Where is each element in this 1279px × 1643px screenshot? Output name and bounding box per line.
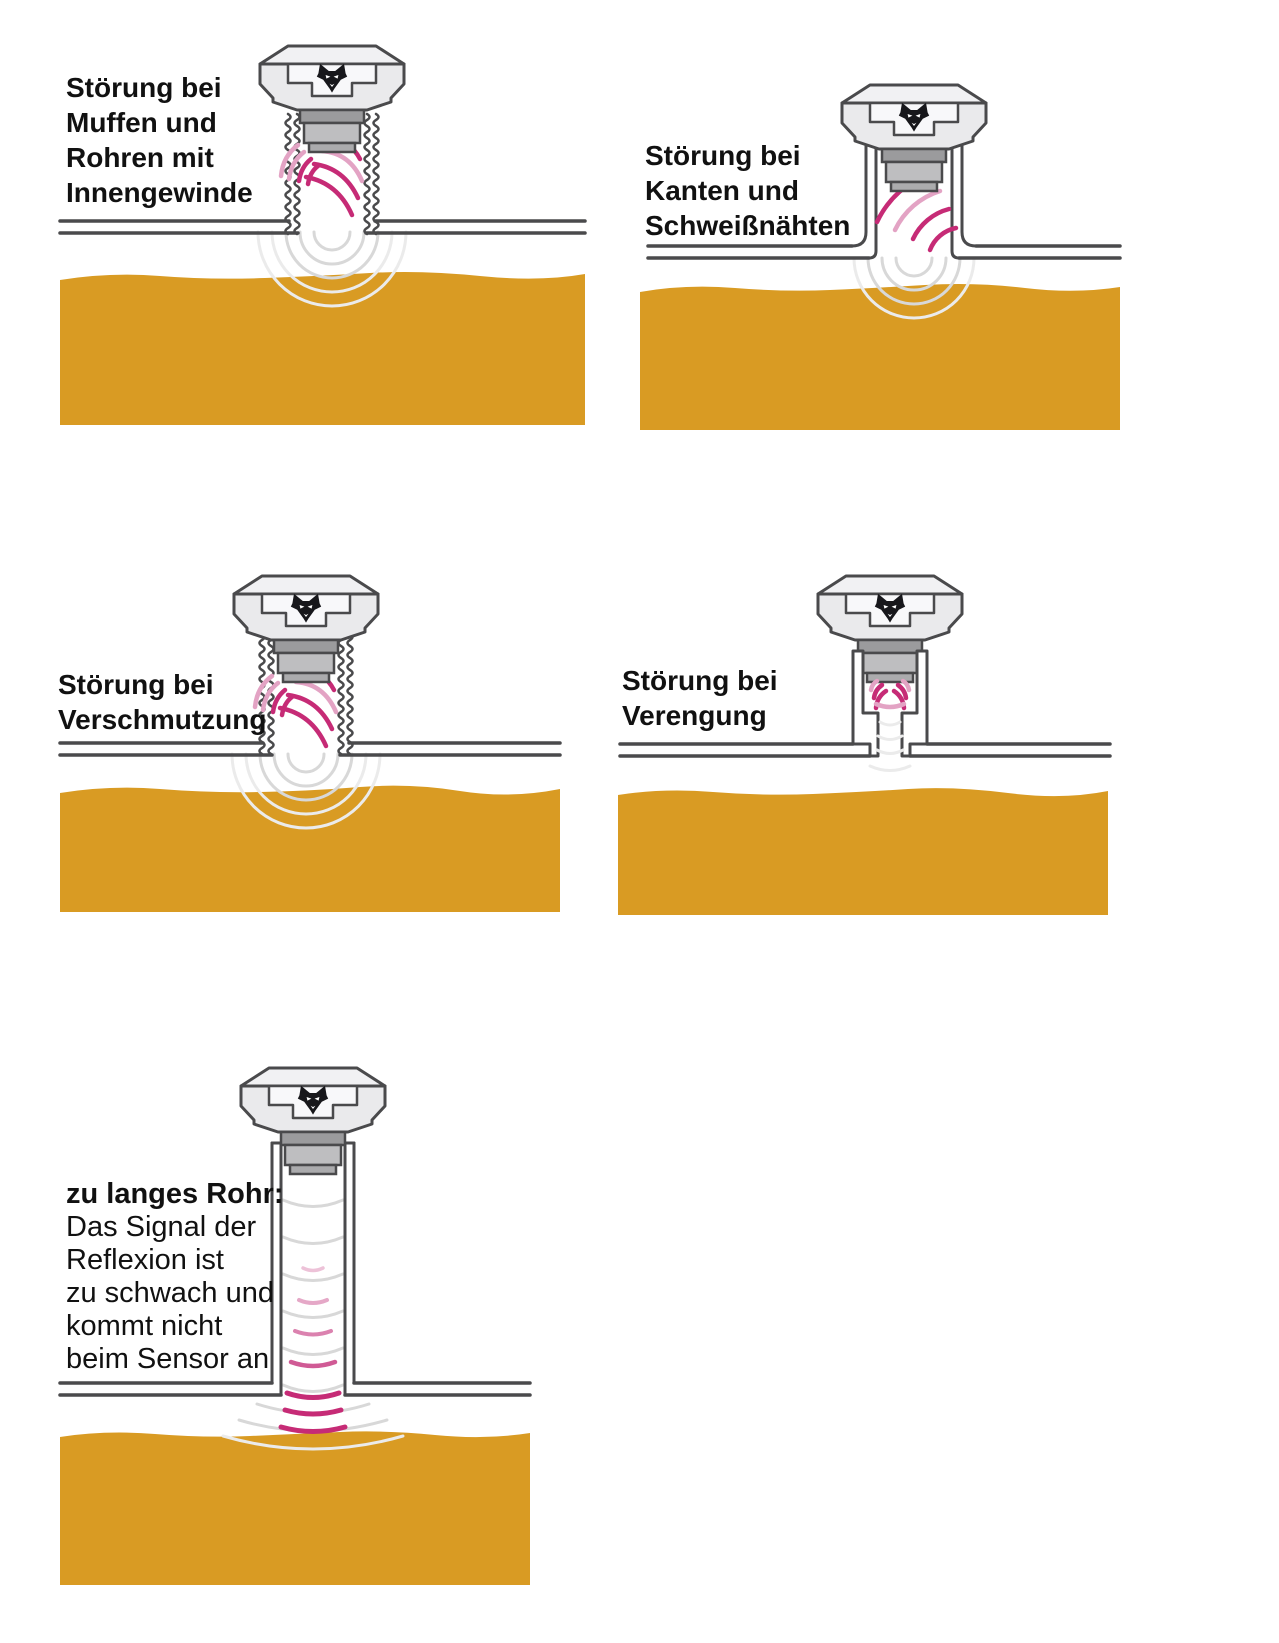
caption-line: Muffen und (66, 107, 217, 138)
caption-line: Störung bei (622, 665, 778, 696)
caption-verengung: Störung bei Verengung (622, 663, 778, 733)
tank-ceiling (58, 219, 587, 235)
caption-line: Störung bei (58, 669, 214, 700)
signal-reflection-waves (868, 678, 912, 711)
caption-line: beim Sensor an (66, 1343, 270, 1375)
liquid (60, 1431, 530, 1585)
liquid (60, 785, 560, 912)
welded-nozzle-pipe (850, 140, 978, 260)
weak-reflection-waves (278, 1266, 348, 1434)
panel-zu-langes-rohr (58, 1068, 532, 1585)
caption-verschmutzung: Störung bei Verschmutzung (58, 667, 266, 737)
tank-ceiling (646, 244, 1122, 260)
narrowed-fitting (851, 649, 929, 758)
caption-kanten-schweissnaehte: Störung bei Kanten und Schweißnähten (645, 138, 850, 243)
caption-line: Reflexion ist (66, 1244, 224, 1276)
caption-line: Kanten und (645, 175, 799, 206)
caption-line: zu schwach und (66, 1277, 274, 1309)
caption-line: Störung bei (66, 72, 222, 103)
caption-line: kommt nicht (66, 1310, 223, 1342)
panel-verschmutzung (58, 576, 562, 912)
long-pipe (270, 1141, 356, 1397)
liquid (640, 284, 1120, 430)
tank-ceiling (58, 741, 562, 757)
tank-ceiling (618, 742, 1112, 758)
tank-ceiling (58, 1381, 532, 1397)
caption-line: Rohren mit (66, 142, 214, 173)
liquid (60, 272, 585, 425)
panel-kanten-schweissnaehte (640, 85, 1122, 430)
caption-muffen-innengewinde: Störung bei Muffen und Rohren mit Inneng… (66, 70, 253, 210)
caption-line: Das Signal der (66, 1211, 257, 1243)
caption-line: Schweißnähten (645, 210, 851, 241)
caption-zu-langes-rohr: zu langes Rohr: Das Signal der Reflexion… (66, 1178, 284, 1376)
caption-line: Verschmutzung (58, 704, 267, 735)
caption-line: Innengewinde (66, 177, 253, 208)
caption-line: Verengung (622, 700, 767, 731)
liquid (618, 788, 1108, 915)
panel-muffen-innengewinde (58, 46, 587, 425)
caption-line: zu langes Rohr: (66, 1178, 284, 1210)
echo-waves (868, 720, 912, 772)
caption-line: Störung bei (645, 140, 801, 171)
panel-verengung (618, 576, 1112, 915)
